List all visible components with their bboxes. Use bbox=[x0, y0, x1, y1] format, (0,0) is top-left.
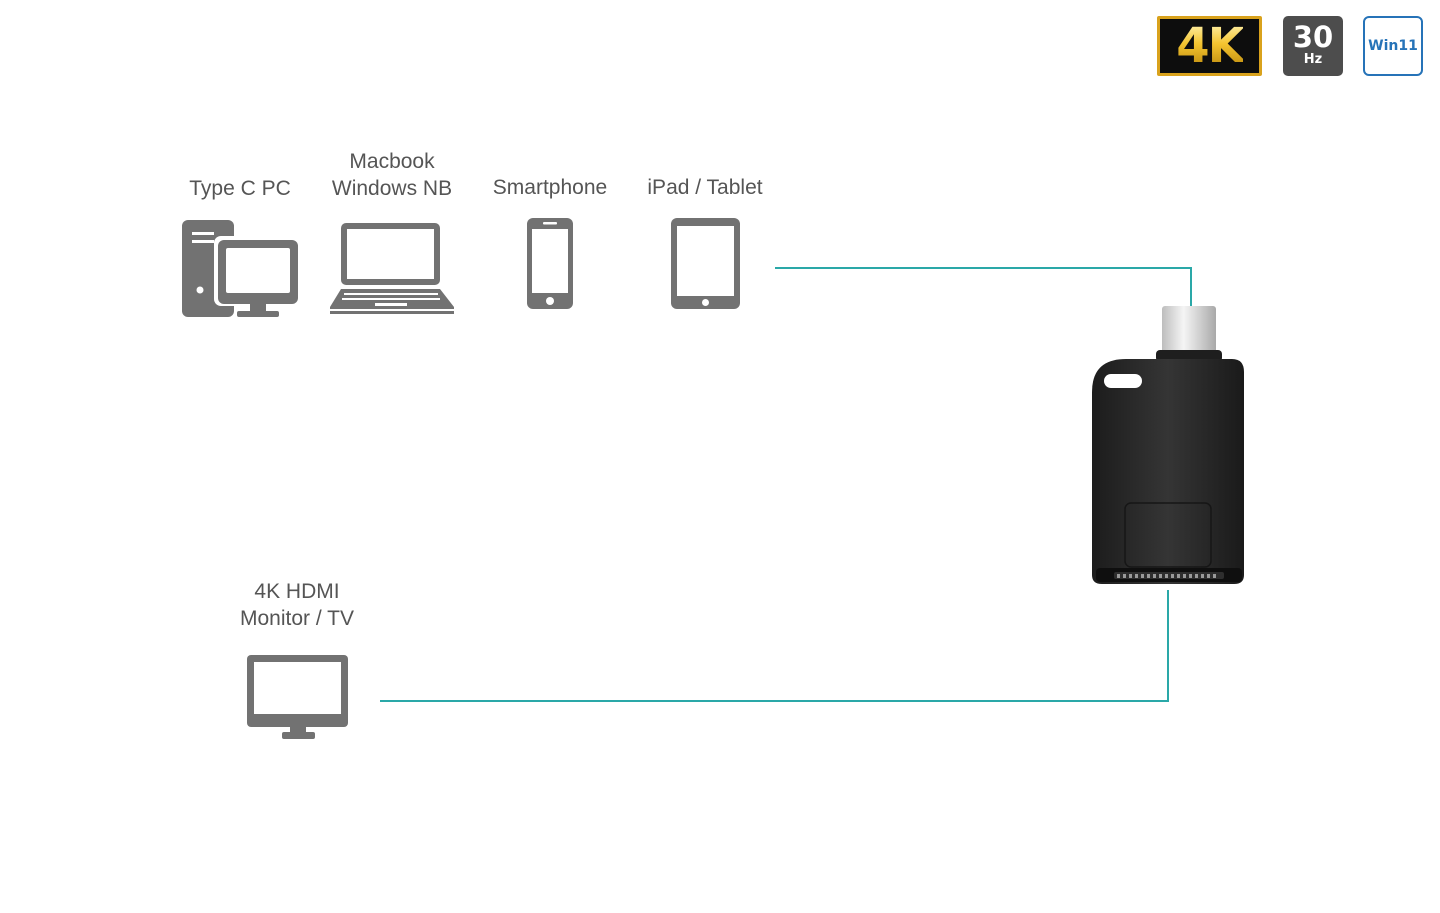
source-label-line: Windows NB bbox=[331, 177, 453, 200]
display-label-line: Monitor / TV bbox=[240, 607, 354, 630]
laptop-icon bbox=[330, 223, 454, 314]
4k-badge-text: 4K bbox=[1176, 18, 1245, 74]
source-label-line: Macbook bbox=[349, 150, 435, 173]
source-label-line: Smartphone bbox=[492, 176, 608, 199]
desktop-pc-icon bbox=[182, 220, 302, 317]
windows-11-badge-text: Win11 bbox=[1368, 38, 1418, 54]
connector-line-output bbox=[380, 590, 1169, 702]
windows-11-badge: Win11 bbox=[1363, 16, 1423, 76]
usb-c-to-hdmi-adapter-icon bbox=[1092, 306, 1244, 584]
source-label-macbook: Macbook Windows NB bbox=[312, 148, 472, 202]
source-label-tablet: iPad / Tablet bbox=[630, 174, 780, 201]
monitor-icon bbox=[247, 655, 348, 739]
source-label-line: Type C PC bbox=[189, 177, 291, 200]
4k-badge: 4K bbox=[1157, 16, 1262, 76]
refresh-rate-unit: Hz bbox=[1303, 52, 1323, 67]
connector-line-input bbox=[775, 267, 1192, 306]
source-label-line: iPad / Tablet bbox=[647, 176, 763, 199]
display-label: 4K HDMI Monitor / TV bbox=[217, 578, 377, 632]
source-label-smartphone: Smartphone bbox=[475, 174, 625, 201]
smartphone-icon bbox=[527, 218, 573, 309]
source-label-type-c-pc: Type C PC bbox=[165, 175, 315, 202]
refresh-rate-value: 30 bbox=[1292, 20, 1334, 54]
refresh-rate-badge: 30 Hz bbox=[1283, 16, 1343, 76]
display-label-line: 4K HDMI bbox=[254, 580, 340, 603]
tablet-icon bbox=[671, 218, 740, 309]
